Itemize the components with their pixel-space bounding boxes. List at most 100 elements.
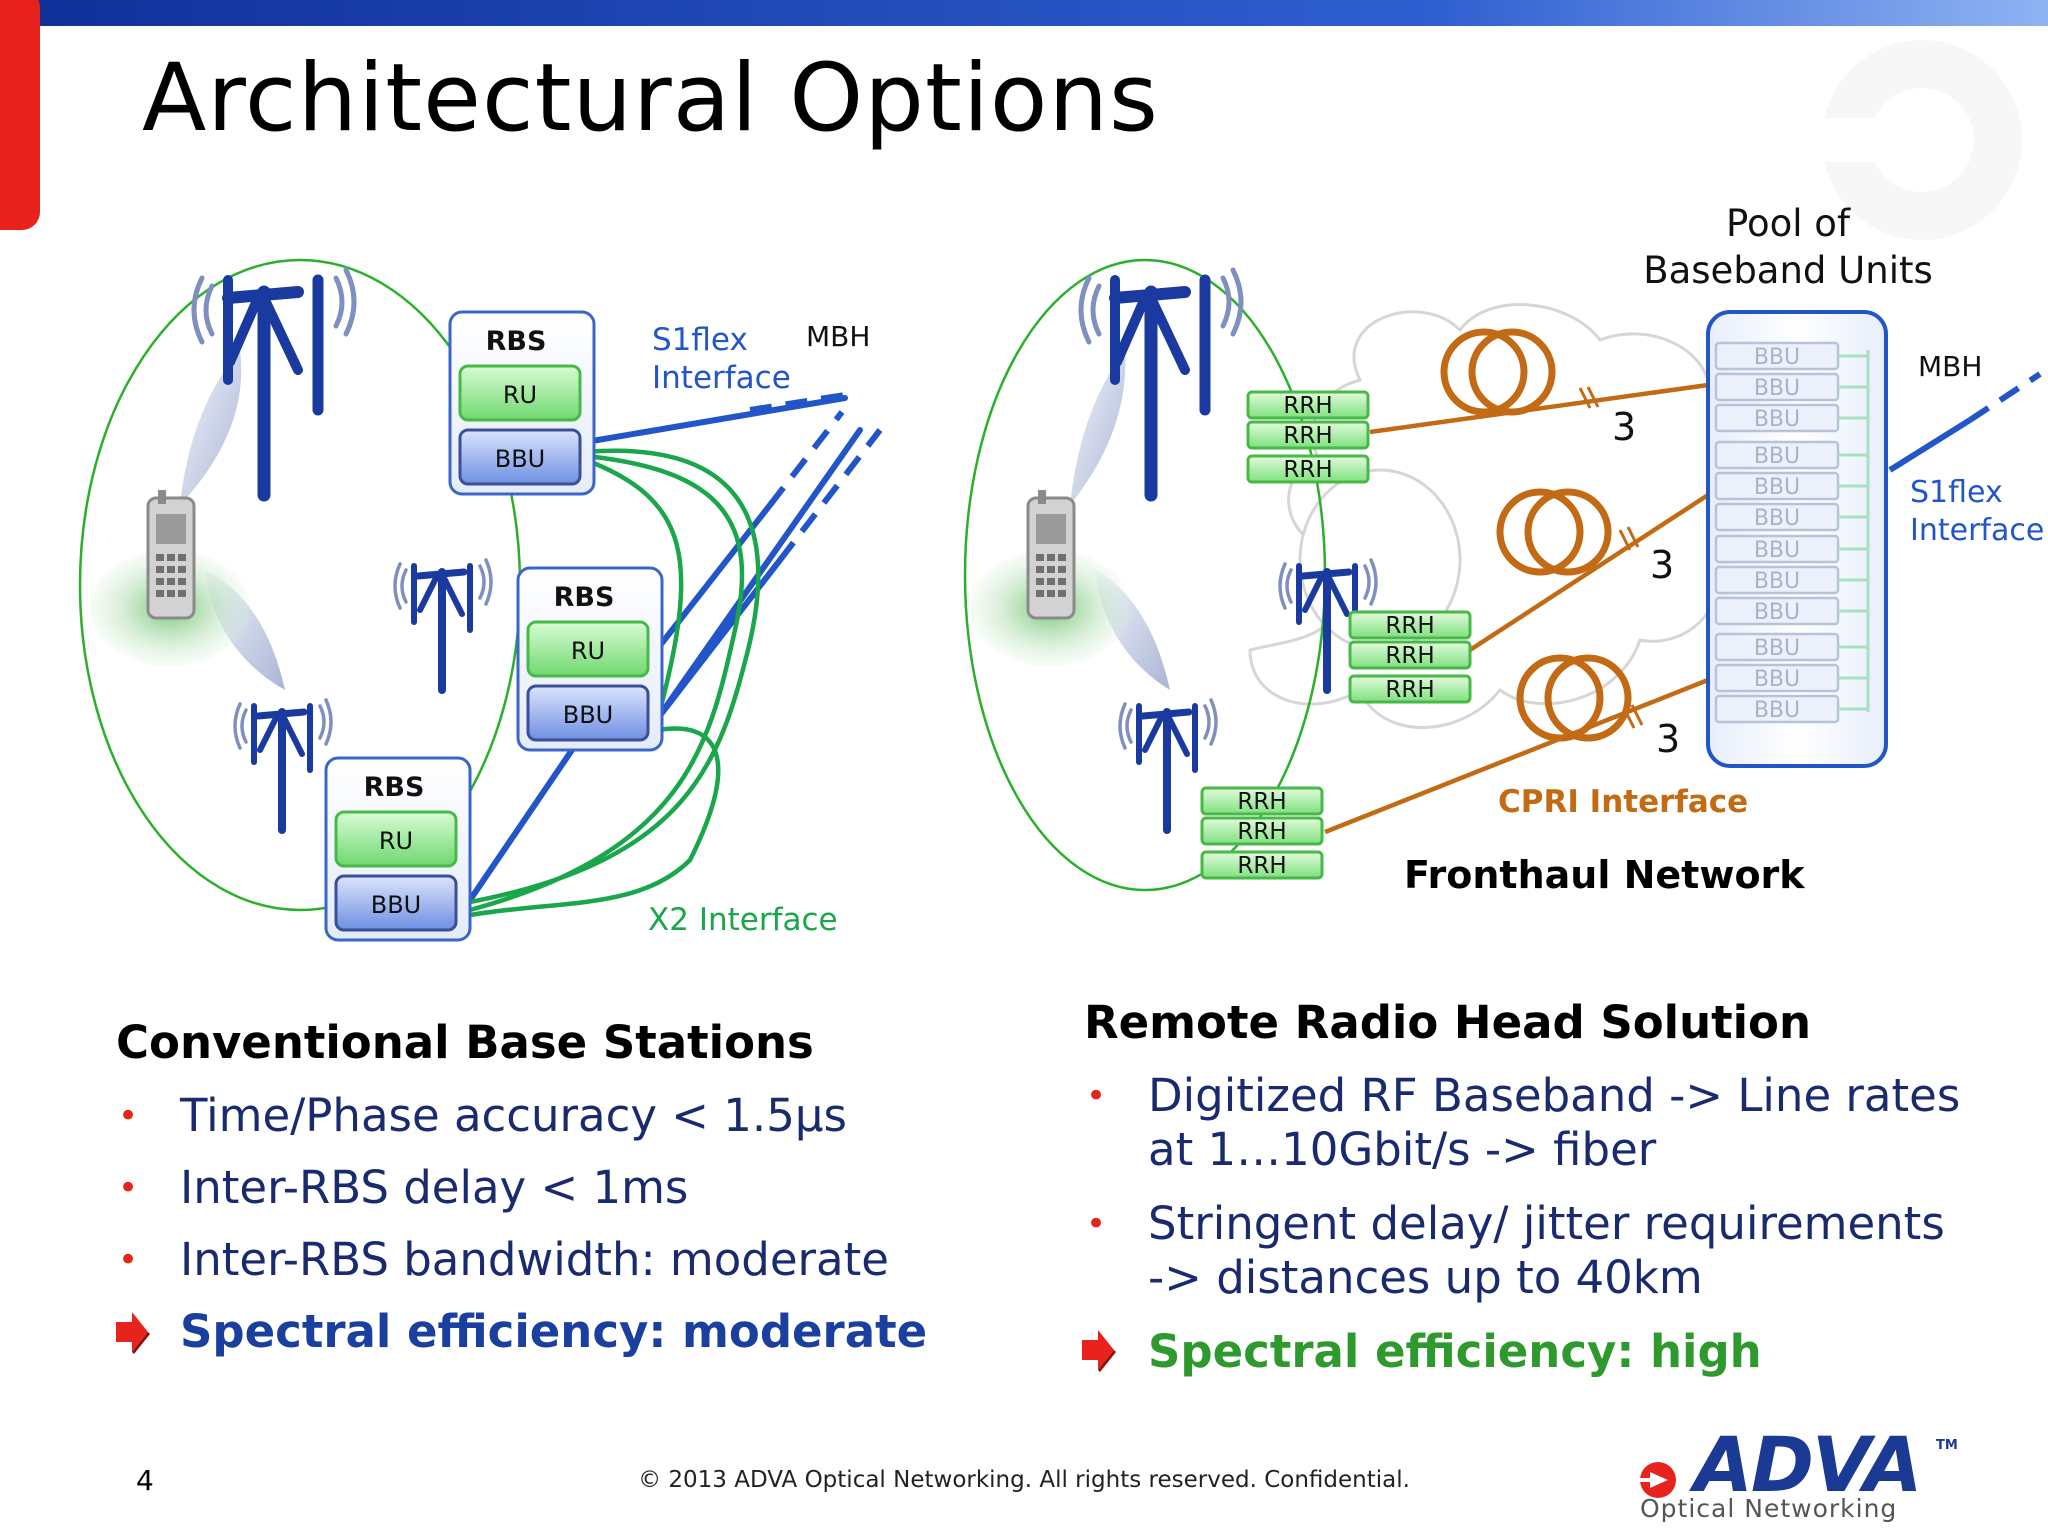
- bbu-label-2: BBU: [563, 701, 614, 729]
- bbu-slot-label: BBU: [1754, 444, 1800, 469]
- s1flex-interface-label-right: Interface: [1910, 513, 2044, 548]
- rrh-label: RRH: [1237, 853, 1286, 879]
- rbs-unit-1: [448, 310, 596, 496]
- s1flex-link-right: [1888, 417, 1972, 473]
- conclusion-text: Spectral efficiency: moderate: [180, 1305, 928, 1358]
- logo-wordmark: ADVA: [1694, 1420, 1922, 1509]
- ru-label-2: RU: [571, 637, 605, 665]
- adva-logo-arrow-icon: [1636, 1462, 1676, 1498]
- bbu-slot-label: BBU: [1754, 600, 1800, 625]
- pool-title-line2: Baseband Units: [1643, 249, 1933, 292]
- rbs-unit-2: [516, 566, 664, 752]
- x2-links: [469, 448, 761, 918]
- right-section-heading: Remote Radio Head Solution: [1084, 996, 1812, 1049]
- conclusion-item: Spectral efficiency: high: [1148, 1325, 1960, 1379]
- rrh-label: RRH: [1237, 819, 1286, 845]
- ru-label-1: RU: [503, 381, 537, 409]
- bullet-text-line1: Stringent delay/ jitter requirements: [1148, 1197, 1945, 1250]
- handset-left: [88, 488, 252, 668]
- conclusion-text: Spectral efficiency: high: [1148, 1325, 1762, 1378]
- s1flex-dash-right: [1968, 371, 2042, 423]
- rrh-label: RRH: [1283, 393, 1332, 419]
- bbu-slot-label: BBU: [1754, 345, 1800, 370]
- bullet-text: Inter-RBS bandwidth: moderate: [180, 1233, 889, 1286]
- rrh-label: RRH: [1237, 789, 1286, 815]
- tower-small-left-1: [395, 560, 491, 690]
- copyright-notice: © 2013 ADVA Optical Networking. All righ…: [638, 1467, 1410, 1493]
- rbs-label-1: RBS: [486, 326, 547, 357]
- conventional-base-stations-diagram: RBS RU BBU RBS RU BBU RBS RU BBU S1flex …: [78, 258, 883, 942]
- s1flex-label-right: S1flex: [1910, 475, 2003, 510]
- fronthaul-network-label: Fronthaul Network: [1404, 853, 1805, 897]
- bbu-label-3: BBU: [371, 891, 422, 919]
- adva-logo: ADVA TM Optical Networking: [1636, 1420, 1958, 1528]
- fiber-ticks: [1578, 386, 1644, 729]
- left-bullet-list: •Time/Phase accuracy < 1.5µs •Inter-RBS …: [118, 1089, 927, 1359]
- radio-beam-left-1: [180, 350, 242, 505]
- bbu-slot-label: BBU: [1754, 569, 1800, 594]
- arrow-bullet-right-icon: [1082, 1330, 1116, 1372]
- top-banner: [0, 0, 2048, 26]
- bbu-slot-label: BBU: [1754, 376, 1800, 401]
- mbh-label-right: MBH: [1918, 350, 1982, 383]
- bbu-slot-label: BBU: [1754, 698, 1800, 723]
- x2-interface-label: X2 Interface: [648, 902, 838, 938]
- rbs-label-3: RBS: [364, 772, 425, 803]
- bullet-text: Inter-RBS delay < 1ms: [180, 1161, 689, 1214]
- rrh-stack-1: [1246, 390, 1370, 484]
- radio-beam-right-1: [1070, 350, 1126, 505]
- rbs-label-2: RBS: [554, 582, 615, 613]
- fiber-count-2: 3: [1650, 543, 1674, 587]
- bullet-text-line1: Digitized RF Baseband -> Line rates: [1148, 1069, 1961, 1122]
- bbu-slot-label: BBU: [1754, 636, 1800, 661]
- cpri-interface-label: CPRI Interface: [1498, 784, 1748, 820]
- bullet-text: Time/Phase accuracy < 1.5µs: [180, 1089, 847, 1142]
- slide-title: Architectural Options: [142, 44, 1159, 153]
- fiber-count-3: 3: [1656, 717, 1680, 761]
- s1flex-interface-label-left: Interface: [652, 360, 791, 396]
- bbu-slot-label: BBU: [1754, 506, 1800, 531]
- rrh-label: RRH: [1385, 613, 1434, 639]
- tower-small-left-2: [235, 700, 331, 830]
- pool-title-line1: Pool of: [1726, 202, 1851, 245]
- bullet-text-line2: at 1…10Gbit/s -> fiber: [1148, 1123, 1657, 1176]
- ru-label-3: RU: [379, 827, 413, 855]
- remote-radio-head-diagram: BBU BBU BBU BBU BBU BBU BBU BBU BBU BBU …: [963, 202, 2044, 897]
- s1flex-dashes: [749, 392, 883, 562]
- bbu-label-1: BBU: [495, 445, 546, 473]
- handset-right: [968, 488, 1132, 668]
- cpri-links: [1324, 382, 1710, 835]
- fiber-count-1: 3: [1612, 405, 1636, 449]
- bbu-slot-label: BBU: [1754, 667, 1800, 692]
- logo-trademark: TM: [1936, 1438, 1958, 1453]
- rrh-stack-3: [1200, 786, 1324, 880]
- bbu-slot-label: BBU: [1754, 475, 1800, 500]
- rbs-unit-3: [324, 756, 472, 942]
- logo-subtitle: Optical Networking: [1640, 1494, 1898, 1523]
- rrh-label: RRH: [1283, 457, 1332, 483]
- rrh-label: RRH: [1385, 677, 1434, 703]
- conclusion-item: Spectral efficiency: moderate: [180, 1305, 927, 1359]
- rrh-label: RRH: [1283, 423, 1332, 449]
- red-tab: [0, 0, 40, 230]
- s1flex-label-left: S1flex: [652, 322, 748, 358]
- logo-watermark-icon: [1820, 40, 2022, 240]
- left-section-heading: Conventional Base Stations: [116, 1016, 814, 1069]
- arrow-bullet-left-icon: [116, 1312, 150, 1354]
- rrh-stack-2: [1348, 610, 1472, 704]
- list-item: •Stringent delay/ jitter requirements-> …: [1086, 1197, 1945, 1304]
- mbh-label-left: MBH: [806, 320, 870, 353]
- list-item: •Inter-RBS bandwidth: moderate: [118, 1233, 889, 1286]
- bullet-text-line2: -> distances up to 40km: [1148, 1251, 1703, 1304]
- page-number: 4: [136, 1464, 154, 1497]
- bbu-pool: BBU BBU BBU BBU BBU BBU BBU BBU BBU BBU …: [1706, 310, 1888, 768]
- bbu-slot-label: BBU: [1754, 407, 1800, 432]
- bbu-slot-label: BBU: [1754, 538, 1800, 563]
- list-item: •Inter-RBS delay < 1ms: [118, 1161, 689, 1214]
- rrh-label: RRH: [1385, 643, 1434, 669]
- list-item: •Time/Phase accuracy < 1.5µs: [118, 1089, 847, 1142]
